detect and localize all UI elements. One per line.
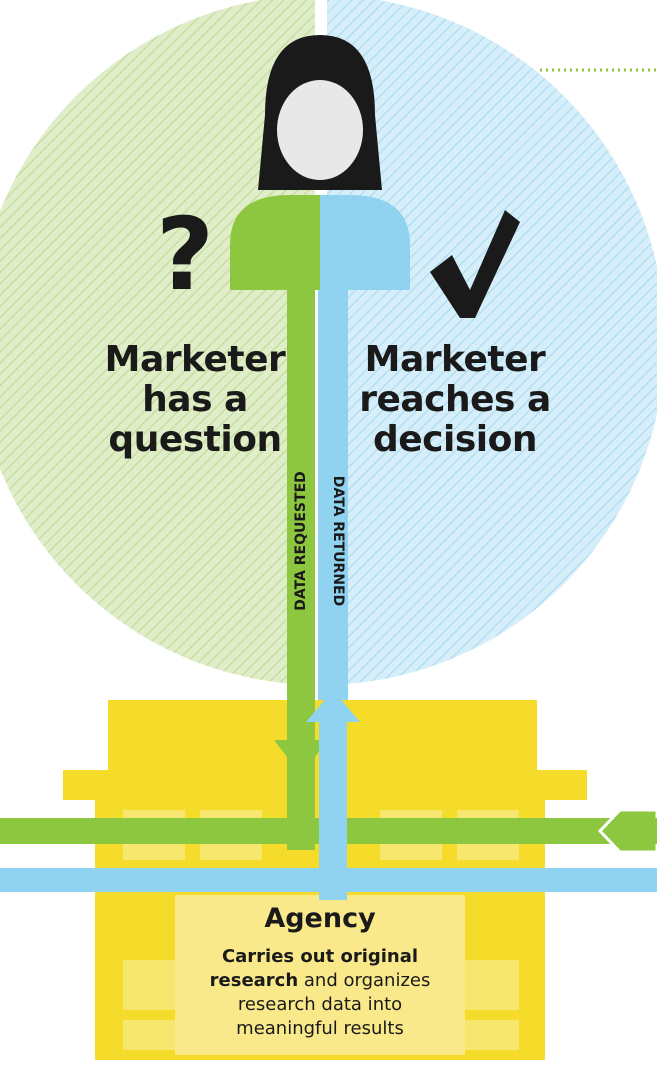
question-line-2: has a [142,379,248,420]
decision-line-3: decision [373,419,538,460]
question-mark-icon: ? [155,196,214,313]
data-returned-pipe [318,280,348,700]
agency-description: Carries out original research and organi… [170,945,470,1041]
down-arrow-icon [274,740,328,775]
agency-desc-bold-2: research [209,970,299,991]
up-arrow-icon [306,690,360,722]
checkmark-icon [430,210,520,318]
marketer-figure [230,35,410,290]
data-requested-label: DATA REQUESTED [293,471,309,611]
question-line-3: question [108,419,282,460]
decision-line-2: reaches a [359,379,551,420]
agency-title: Agency [264,903,376,934]
question-circle-half [0,0,315,685]
agency-desc-line-4: meaningful results [236,1018,404,1039]
question-label: Marketer has a question [90,340,300,460]
agency-desc-rest-2: and organizes [298,970,431,991]
decision-label: Marketer reaches a decision [350,340,560,460]
decision-line-1: Marketer [364,339,546,380]
decision-circle-half [327,0,657,685]
data-returned-label: DATA RETURNED [330,475,346,607]
agency-desc-bold-1: Carries out original [221,946,419,967]
agency-desc-line-3: research data into [237,994,403,1015]
question-line-1: Marketer [104,339,286,380]
data-requested-pipe [287,280,315,760]
